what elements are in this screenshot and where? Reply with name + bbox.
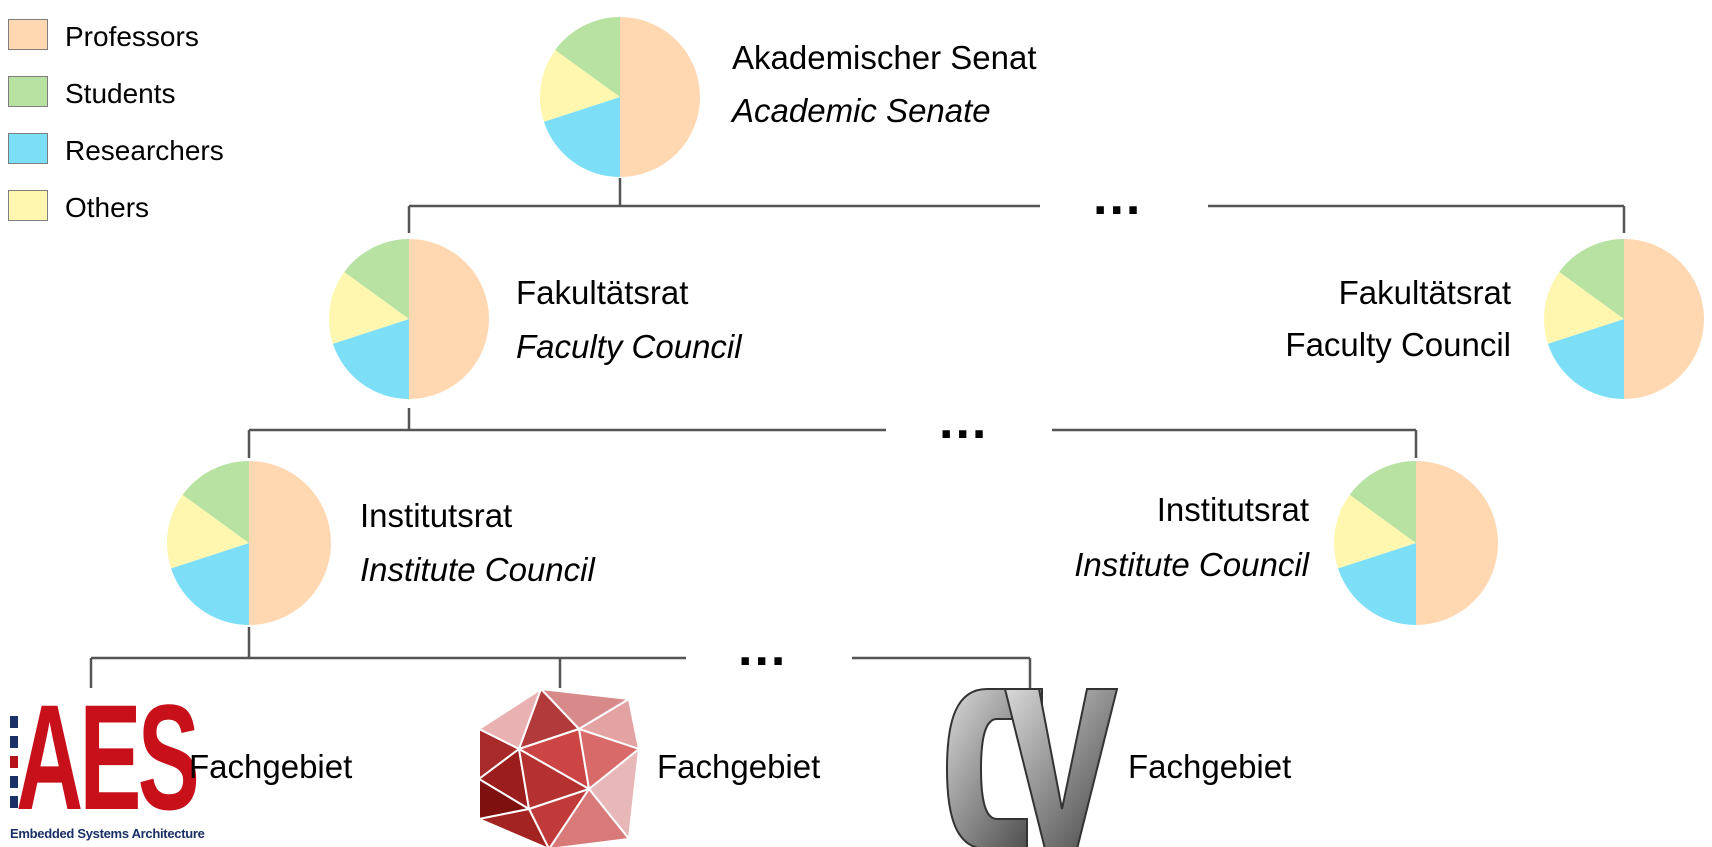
pie-institute-left-slice-researchers: [171, 543, 249, 625]
aes-logo-text: AES: [16, 673, 200, 841]
pie-institute-left-slice-students: [182, 461, 249, 543]
pie-senate: [540, 17, 700, 177]
institute-left-label-en: Institute Council: [360, 551, 595, 588]
legend-label-students: Students: [65, 78, 176, 109]
legend-label-professors: Professors: [65, 21, 199, 52]
pie-institute-left-slice-professors: [249, 461, 331, 625]
pie-institute-right-slice-others: [1333, 494, 1416, 569]
pie-senate-slice-students: [555, 17, 620, 97]
pie-faculty-left-slice-others: [328, 271, 409, 344]
pie-institute-right-slice-students: [1349, 461, 1416, 543]
ellipsis-level1: ...: [1093, 168, 1143, 226]
red-polygon-logo: [475, 686, 642, 847]
legend-swatch-researchers: [8, 133, 48, 164]
faculty-right-label-de: Fakultätsrat: [1338, 274, 1511, 311]
aes-logo-subtitle: Embedded Systems Architecture: [10, 826, 205, 841]
pie-senate-slice-others: [540, 49, 620, 122]
pie-faculty-right-slice-professors: [1624, 239, 1704, 399]
senate-label-en: Academic Senate: [732, 92, 991, 129]
pie-faculty-right: [1544, 239, 1704, 399]
department-label-3: Fachgebiet: [1128, 748, 1292, 785]
institute-left-label-de: Institutsrat: [360, 497, 513, 534]
legend-label-researchers: Researchers: [65, 135, 224, 166]
pie-institute-right-slice-researchers: [1338, 543, 1416, 625]
connector-lines: [89, 178, 1626, 688]
pie-senate-slice-researchers: [543, 97, 620, 177]
pie-faculty-right-slice-students: [1559, 239, 1624, 319]
ellipsis-level3: ...: [738, 619, 788, 677]
faculty-right-label-en: Faculty Council: [1285, 326, 1511, 363]
pie-faculty-left-slice-professors: [409, 239, 489, 399]
pie-institute-left-slice-others: [166, 494, 249, 569]
department-label-1: Fachgebiet: [189, 748, 353, 785]
senate-label-de: Akademischer Senat: [732, 39, 1037, 76]
pie-senate-slice-professors: [620, 17, 700, 177]
pie-institute-right: [1333, 461, 1498, 625]
pie-institute-left: [166, 461, 331, 625]
cv-logo: [945, 688, 1119, 847]
institute-right-label-de: Institutsrat: [1156, 491, 1309, 528]
department-label-2: Fachgebiet: [657, 748, 821, 785]
pie-faculty-right-slice-others: [1544, 271, 1624, 344]
pie-faculty-left-slice-researchers: [332, 319, 409, 400]
legend-label-others: Others: [65, 192, 150, 223]
pie-faculty-left-slice-students: [344, 239, 409, 319]
faculty-left-label-en: Faculty Council: [516, 328, 742, 365]
legend-swatch-students: [8, 76, 48, 107]
pie-faculty-right-slice-researchers: [1547, 319, 1624, 399]
ellipsis-level2: ...: [939, 392, 989, 450]
institute-right-label-en: Institute Council: [1074, 546, 1309, 583]
pie-faculty-left: [328, 239, 489, 400]
faculty-left-label-de: Fakultätsrat: [516, 274, 689, 311]
pie-institute-right-slice-professors: [1416, 461, 1498, 625]
legend-swatch-professors: [8, 19, 48, 50]
legend-swatch-others: [8, 190, 48, 221]
aes-logo: AES Embedded Systems Architecture: [10, 682, 205, 846]
